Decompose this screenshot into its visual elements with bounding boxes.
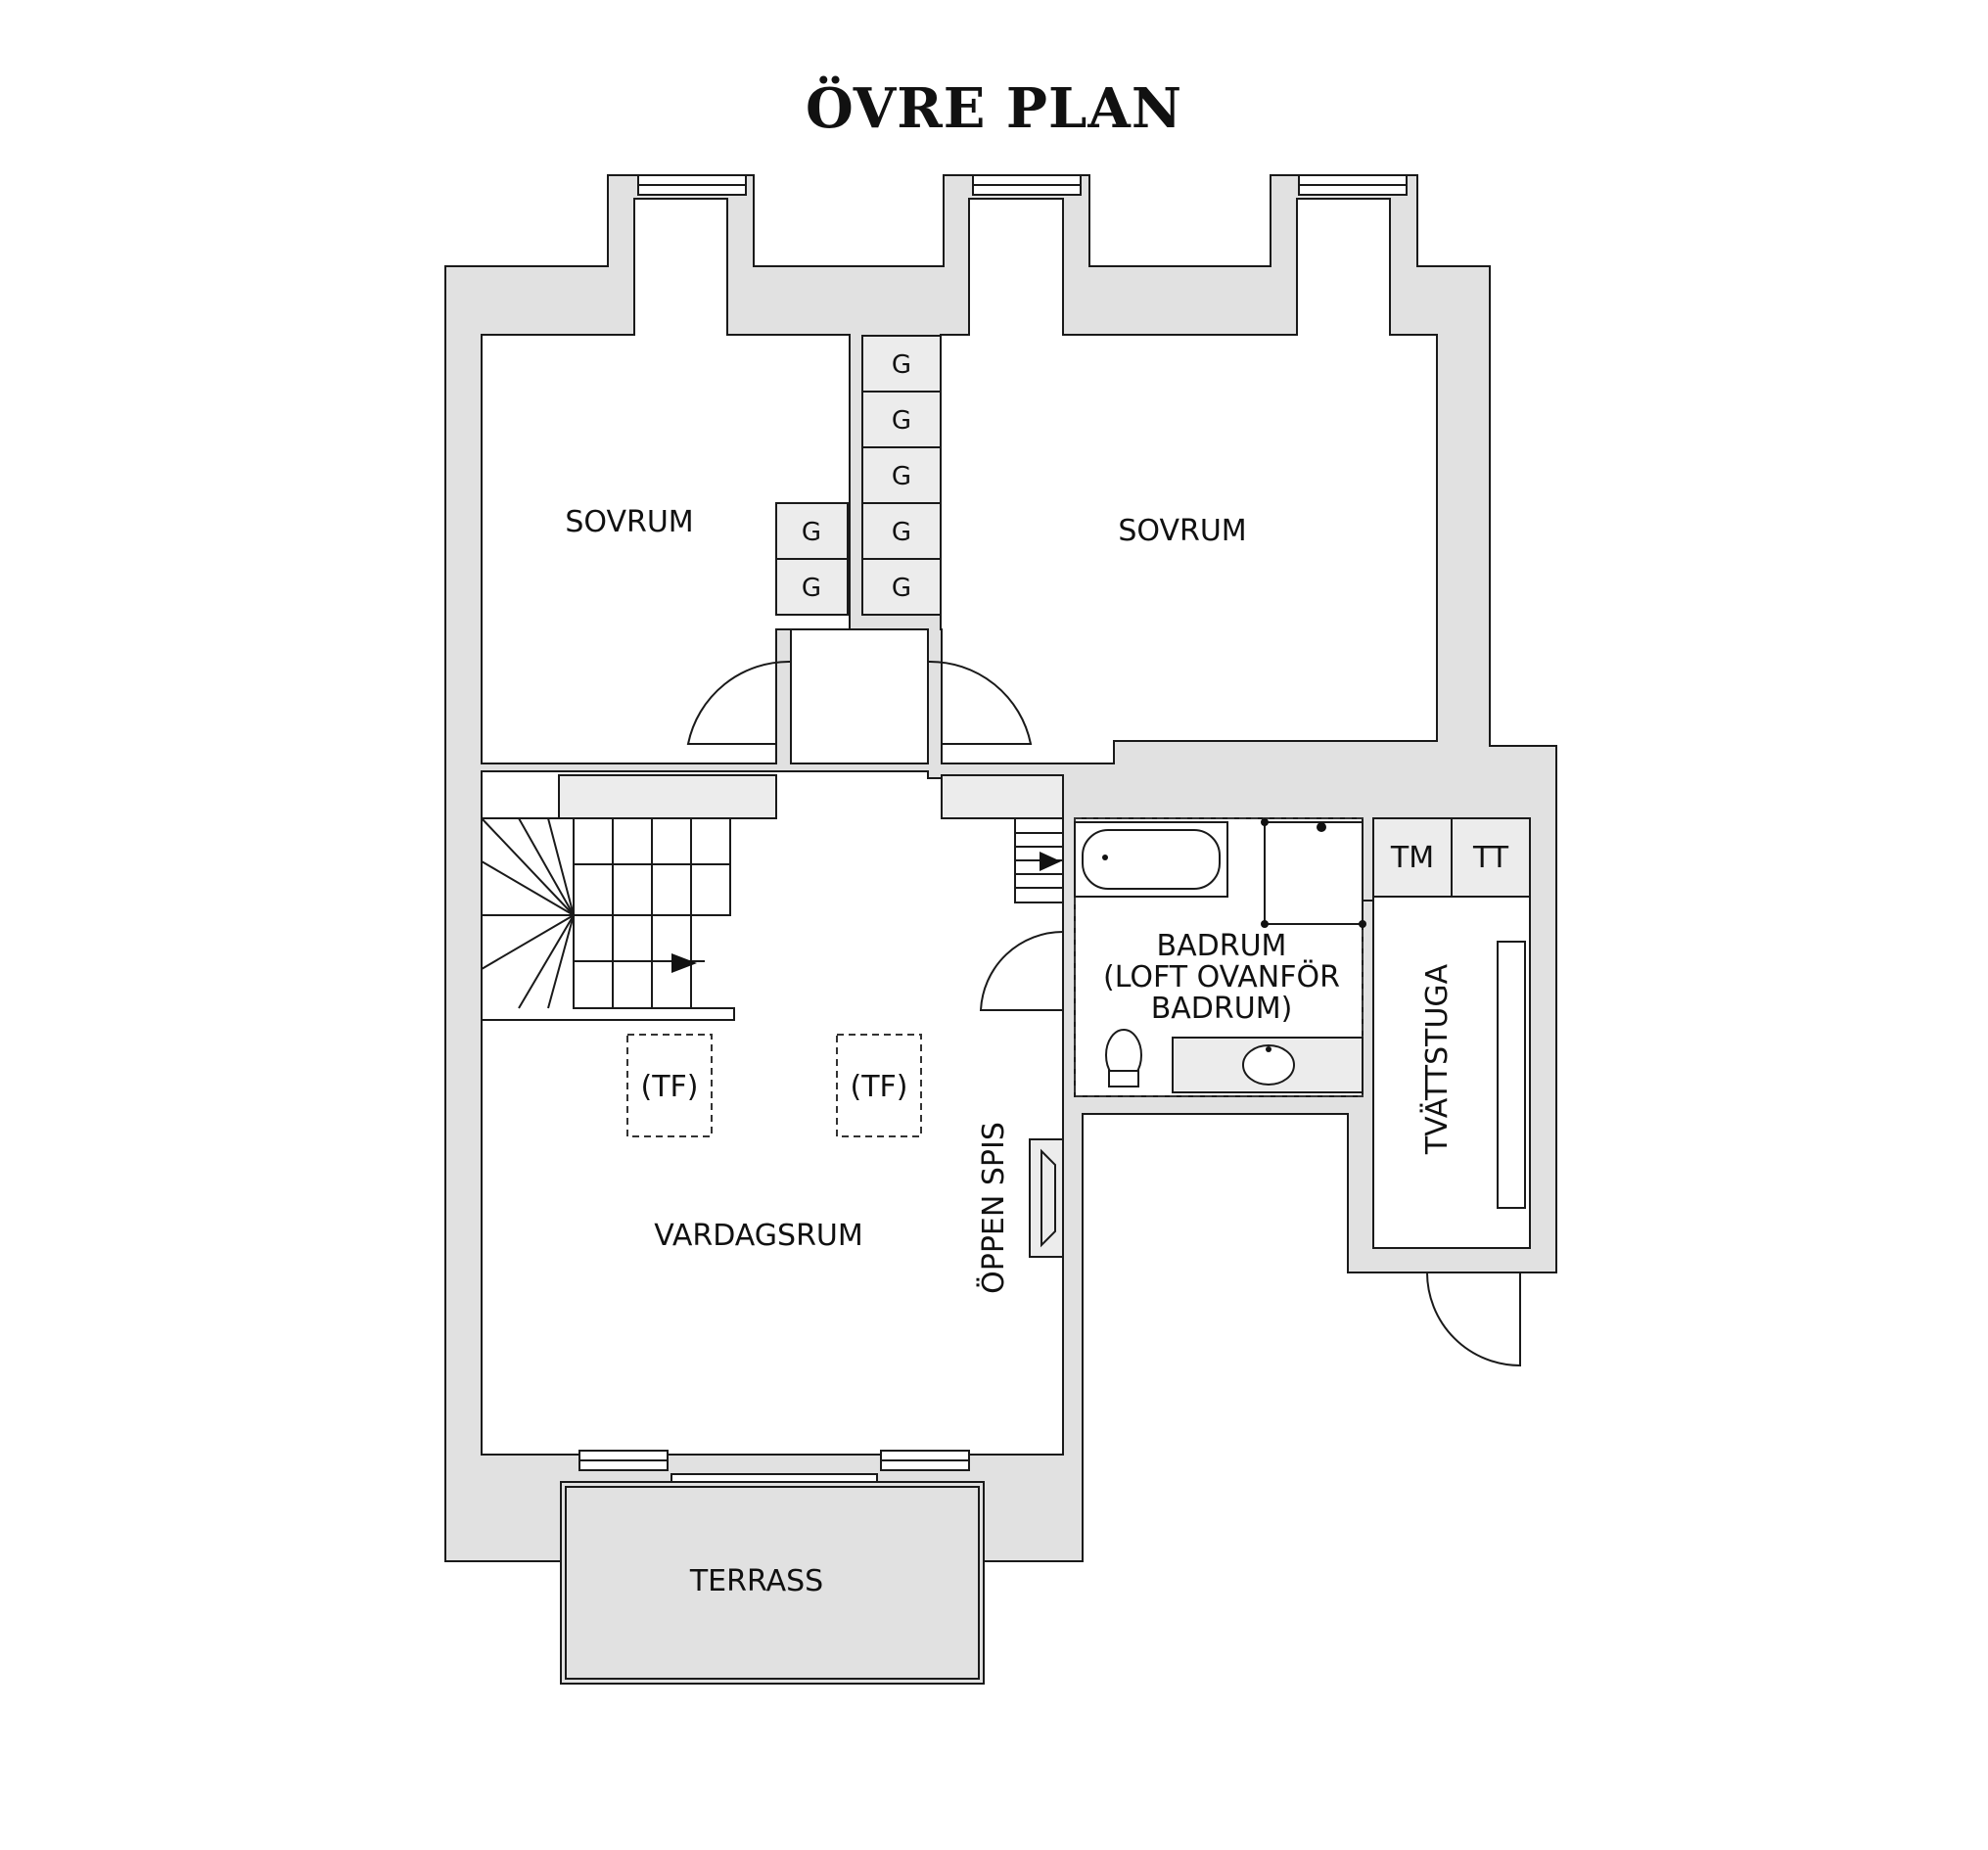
wardrobe-label: G <box>892 574 911 603</box>
fireplace <box>1029 1138 1064 1258</box>
wardrobe-label: G <box>892 462 911 491</box>
bathtub <box>1074 821 1228 898</box>
room-sovrum-left <box>481 198 851 764</box>
label-oppen-spis: ÖPPEN SPIS <box>976 1122 1011 1294</box>
wardrobe-label: G <box>892 518 911 547</box>
wardrobes: G G G G G G G <box>775 335 942 616</box>
tm-unit <box>1372 817 1453 898</box>
room-vardagsrum <box>481 770 1064 1456</box>
wall-stubs <box>558 774 1064 819</box>
wardrobe-label: G <box>802 574 821 603</box>
wardrobe-label: G <box>892 406 911 436</box>
label-sovrum-left: SOVRUM <box>565 505 693 539</box>
tt-unit <box>1451 817 1531 898</box>
label-badrum-3: BADRUM) <box>1151 992 1293 1026</box>
tm-label: TM <box>1390 841 1434 875</box>
terrace <box>560 1481 985 1685</box>
room-labels: SOVRUM SOVRUM VARDAGSRUM TERRASS BADRUM … <box>565 505 1455 1598</box>
tf-label: (TF) <box>641 1070 699 1104</box>
label-sovrum-right: SOVRUM <box>1118 514 1246 548</box>
laundry-fixtures: TM TT <box>1363 817 1531 1209</box>
laundry-counter <box>1497 941 1526 1209</box>
room-sovrum-right <box>940 198 1438 764</box>
tf-label: (TF) <box>851 1070 908 1104</box>
doors <box>686 660 1521 1367</box>
wardrobe-2 <box>861 391 942 448</box>
wardrobe-5 <box>861 558 942 616</box>
wardrobe-label: G <box>892 350 911 380</box>
staircase <box>481 817 1064 1021</box>
wardrobe-4 <box>861 502 942 560</box>
plan-title: ÖVRE PLAN <box>805 76 1183 141</box>
label-vardagsrum: VARDAGSRUM <box>654 1219 863 1253</box>
tt-label: TT <box>1472 841 1509 875</box>
hallway <box>790 628 929 764</box>
tf-markers: (TF) (TF) <box>626 1034 922 1137</box>
bathroom-fixtures <box>1074 817 1366 1097</box>
wardrobe-label: G <box>802 518 821 547</box>
sink <box>1242 1044 1295 1086</box>
wardrobe-3 <box>861 446 942 504</box>
windows <box>578 174 1408 1483</box>
wardrobe-7 <box>775 558 849 616</box>
label-badrum-1: BADRUM <box>1157 929 1287 963</box>
label-tvattstuga: TVÄTTSTUGA <box>1419 963 1455 1155</box>
label-terrass: TERRASS <box>689 1564 823 1598</box>
wardrobe-1 <box>861 335 942 393</box>
label-badrum-2: (LOFT OVANFÖR <box>1103 959 1340 994</box>
